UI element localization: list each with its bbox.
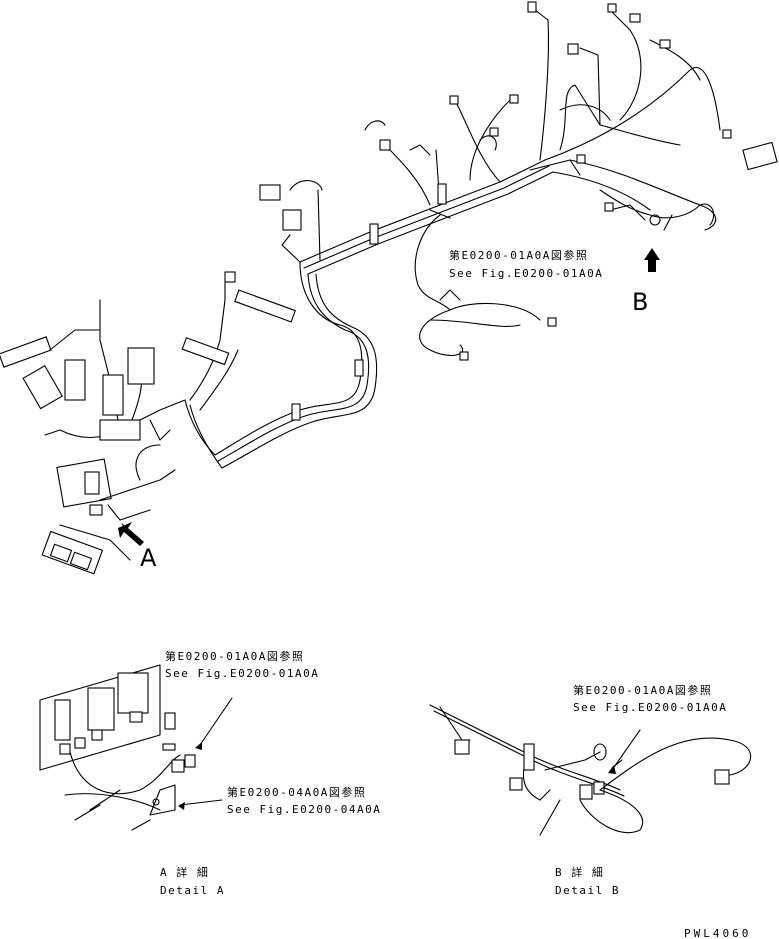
drawing-code: PWL4060 [684, 927, 752, 939]
detail-a-drawing [39, 664, 233, 831]
main-harness-drawing [0, 1, 778, 575]
main-reference-japanese: 第E0200-01A0A図参照 [449, 249, 589, 262]
detail-a-reference2-japanese: 第E0200-04A0A図参照 [227, 786, 367, 799]
detail-a-reference1-english: See Fig.E0200-01A0A [165, 667, 320, 680]
detail-a-reference2-english: See Fig.E0200-04A0A [227, 803, 382, 816]
view-label-a: A [140, 544, 157, 572]
detail-b-reference-english: See Fig.E0200-01A0A [573, 701, 728, 714]
detail-b-drawing [429, 704, 752, 836]
detail-b-reference-japanese: 第E0200-01A0A図参照 [573, 684, 713, 697]
detail-b-title-japanese: B 詳 細 [555, 866, 605, 879]
detail-a-reference1-japanese: 第E0200-01A0A図参照 [165, 650, 305, 663]
view-label-b: B [632, 288, 649, 316]
detail-a-title-english: Detail A [160, 884, 225, 897]
main-reference-english: See Fig.E0200-01A0A [449, 267, 604, 280]
detail-b-title-english: Detail B [555, 884, 620, 897]
detail-a-title-japanese: A 詳 細 [160, 866, 210, 879]
